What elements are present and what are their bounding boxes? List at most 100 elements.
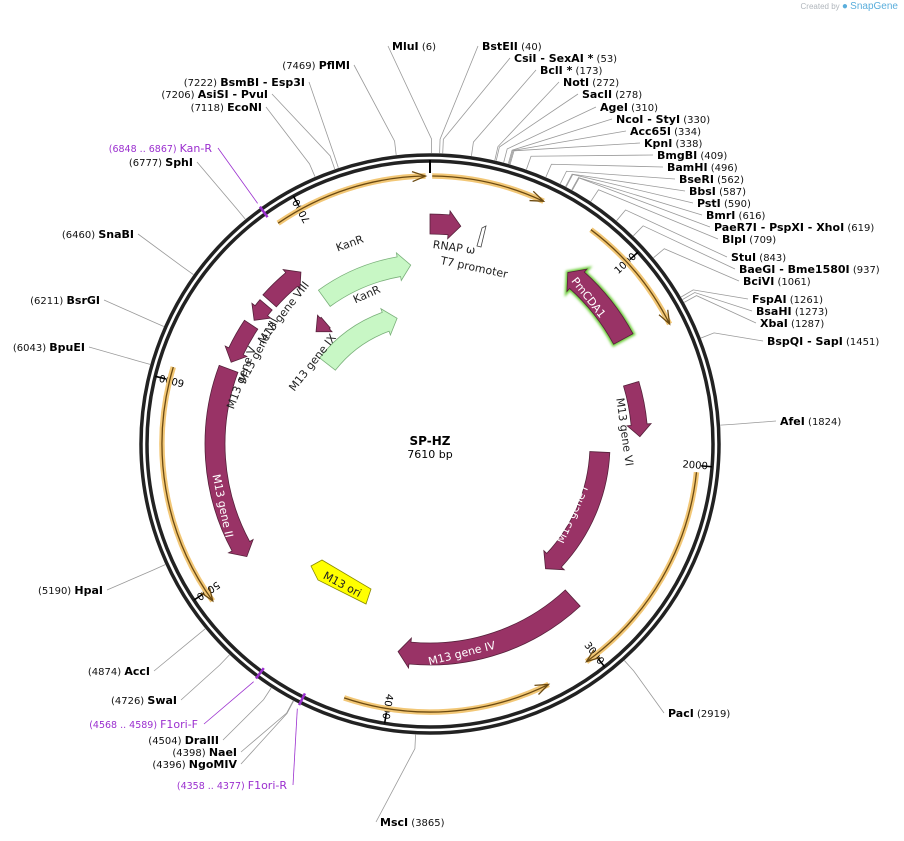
site-position: (310)	[628, 103, 658, 114]
site-leader	[222, 687, 272, 741]
site-label: BstEII (40)	[482, 40, 542, 53]
site-leader	[106, 564, 166, 591]
site-label: (4726) SwaI	[111, 694, 177, 707]
orf-arc-core	[277, 175, 426, 224]
site-name: AccI	[124, 665, 150, 678]
orf-arc	[343, 681, 550, 715]
site-leader	[565, 173, 686, 192]
orf-arc-core	[590, 229, 671, 325]
site-name: - Esp3I	[259, 76, 305, 89]
site-label: NcoI - StyI (330)	[616, 113, 710, 126]
site-label: (7206) AsiSI - PvuI	[161, 88, 268, 101]
site-leader	[271, 93, 336, 170]
site-label: (5190) HpaI	[38, 584, 103, 597]
tick-mark	[597, 657, 606, 668]
rnap-omega-feature	[429, 209, 462, 240]
site-layer: MluI (6)BstEII (40)CsiI - SexAI * (53)Bc…	[13, 40, 880, 829]
site-name: AsiSI	[198, 88, 229, 101]
site-leader	[680, 289, 749, 300]
site-leader	[353, 64, 397, 156]
backbone-outer	[139, 153, 721, 735]
tick-mark	[292, 195, 300, 207]
site-name: PflMI	[319, 59, 350, 72]
orf-layer	[159, 170, 700, 715]
site-position: (3865)	[408, 818, 445, 829]
site-position: (6043)	[13, 343, 49, 354]
primer-leader	[203, 681, 254, 725]
primer-name: F1ori-F	[160, 718, 198, 731]
kanr-feature-inner	[319, 307, 398, 371]
site-name: NgoMIV	[189, 758, 238, 771]
m13-gene-ix-feature	[315, 314, 333, 333]
m13-gene-ii-feature	[204, 364, 254, 558]
site-name: BbsI	[689, 185, 716, 198]
site-name: PaeR7I	[714, 221, 757, 234]
site-leader	[684, 295, 757, 324]
rnap-omega-label: RNAP ω	[432, 238, 476, 257]
site-position: (330)	[680, 115, 710, 126]
site-label: StuI (843)	[731, 251, 786, 264]
site-label: NotI (272)	[563, 76, 619, 89]
site-label: (4874) AccI	[88, 665, 150, 678]
site-label: AgeI (310)	[600, 101, 658, 114]
site-leader	[682, 292, 753, 312]
site-position: (1451)	[843, 337, 880, 348]
site-name: XbaI	[760, 317, 788, 330]
site-leader	[308, 81, 339, 168]
site-leader	[508, 130, 627, 165]
site-leader	[633, 225, 736, 270]
site-position: (590)	[721, 199, 751, 210]
site-position: (6)	[419, 42, 436, 53]
site-label: Acc65I (334)	[630, 125, 701, 138]
site-leader	[653, 248, 740, 282]
site-position: (7222)	[184, 78, 220, 89]
site-label: BamHI (496)	[667, 161, 738, 174]
site-label: (6777) SphI	[129, 156, 193, 169]
site-name: SwaI	[147, 694, 177, 707]
site-name: BseRI	[679, 173, 714, 186]
site-label: BmrI (616)	[706, 209, 766, 222]
site-label: KpnI (338)	[644, 137, 702, 150]
site-leader	[265, 106, 316, 177]
kanr-feature-outer	[317, 251, 412, 307]
site-name: NaeI	[209, 746, 237, 759]
site-leader	[590, 189, 719, 240]
site-position: (278)	[612, 90, 642, 101]
site-name: BpuEI	[49, 341, 85, 354]
primer-mark	[255, 667, 265, 680]
primer-mark	[297, 692, 307, 706]
site-name: DraIII	[185, 734, 219, 747]
primer-label: (4568 .. 4589) F1ori-F	[89, 718, 198, 731]
snapgene-brand: Created by ● SnapGene	[801, 1, 898, 12]
site-leader	[503, 106, 597, 163]
site-name: - PspXI	[757, 221, 804, 234]
tick-mark	[701, 465, 713, 468]
site-leader	[153, 628, 206, 672]
tick-mark	[155, 375, 167, 380]
site-label: (6043) BpuEI	[13, 341, 85, 354]
site-label: (7222) BsmBI - Esp3I	[184, 76, 305, 89]
site-name: BmrI	[706, 209, 735, 222]
site-position: (937)	[850, 265, 880, 276]
site-leader	[624, 660, 665, 714]
plasmid-size: 7610 bp	[407, 448, 452, 461]
site-position: (1061)	[774, 277, 811, 288]
site-label: MscI (3865)	[380, 816, 445, 829]
site-name: SacII	[582, 88, 612, 101]
tick-mark	[629, 251, 639, 261]
site-name: NotI	[563, 76, 589, 89]
site-position: (1287)	[788, 319, 825, 330]
site-label: BmgBI (409)	[657, 149, 727, 162]
site-label: (4398) NaeI	[172, 746, 237, 759]
orf-arrowhead	[411, 170, 428, 183]
site-position: (4396)	[152, 760, 188, 771]
site-name: - XhoI	[804, 221, 844, 234]
m13-gene-vii-feature	[251, 299, 273, 321]
m13-gene-iv-feature	[397, 589, 581, 670]
site-leader	[375, 734, 416, 823]
site-position: (1824)	[805, 417, 842, 428]
site-leader	[559, 170, 676, 184]
kanr-label-outer: KanR	[334, 232, 365, 254]
site-name: Acc65I	[630, 125, 671, 138]
site-label: (7469) PflMI	[282, 59, 350, 72]
